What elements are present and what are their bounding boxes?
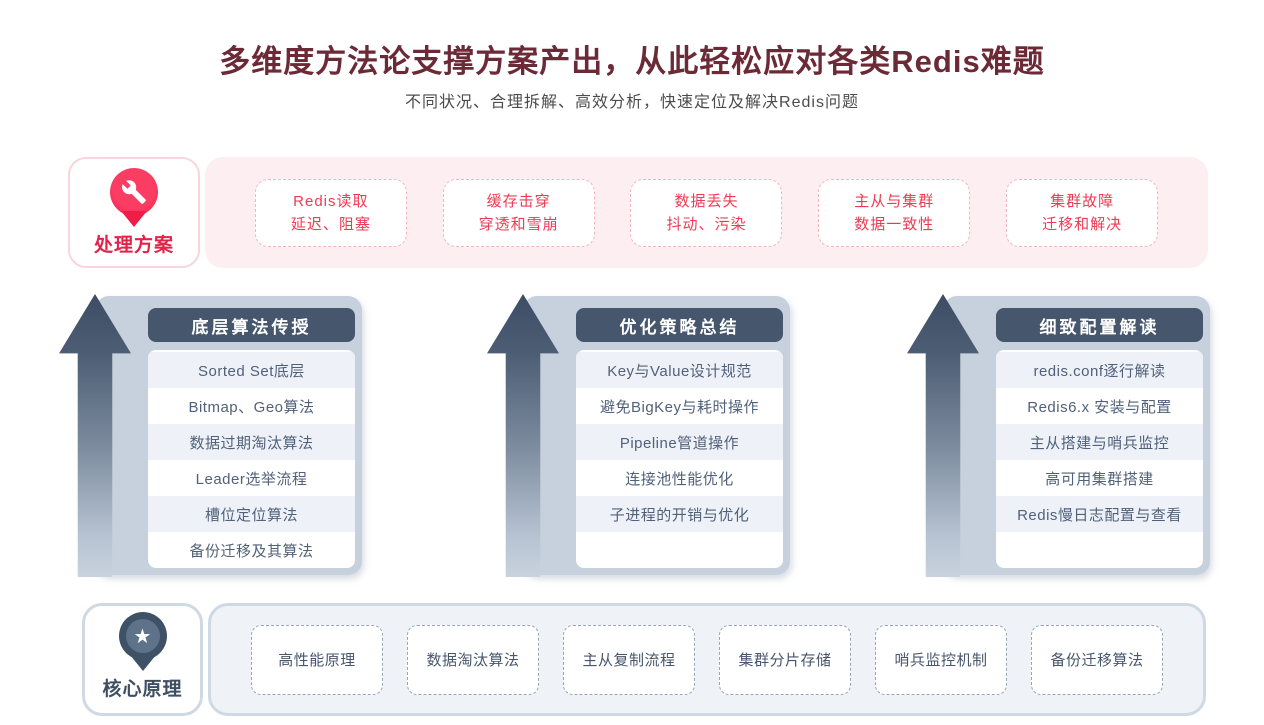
solution-line: 穿透和雪崩 — [478, 215, 559, 233]
list-item: redis.conf逐行解读 — [996, 352, 1203, 388]
list-item: 主从搭建与哨兵监控 — [996, 424, 1203, 460]
page-subtitle: 不同状况、合理拆解、高效分析，快速定位及解决Redis问题 — [405, 94, 859, 111]
page-title: 多维度方法论支撑方案产出，从此轻松应对各类Redis难题 — [219, 44, 1045, 79]
list-item: Redis慢日志配置与查看 — [996, 496, 1203, 532]
column-list: redis.conf逐行解读 Redis6.x 安装与配置 主从搭建与哨兵监控 … — [996, 350, 1203, 568]
pin-circle: ★ — [118, 612, 167, 660]
method-column-configuration: 细致配置解读 redis.conf逐行解读 Redis6.x 安装与配置 主从搭… — [907, 294, 1210, 577]
solution-line: 数据一致性 — [854, 215, 935, 233]
list-item: Pipeline管道操作 — [576, 424, 783, 460]
solutions-label: 处理方案 — [93, 235, 174, 256]
column-list: Sorted Set底层 Bitmap、Geo算法 数据过期淘汰算法 Leade… — [148, 350, 355, 568]
solution-line: 数据丢失 — [674, 192, 739, 210]
pin-tip — [129, 655, 156, 671]
list-item: 避免BigKey与耗时操作 — [599, 398, 760, 416]
solution-line: 迁移和解决 — [1042, 215, 1123, 233]
wrench-pin-icon — [110, 168, 158, 227]
list-item: Bitmap、Geo算法 — [188, 398, 315, 416]
list-item: 子进程的开销与优化 — [576, 496, 783, 532]
solution-line: 主从与集群 — [854, 192, 935, 210]
method-column-optimization: 优化策略总结 Key与Value设计规范 避免BigKey与耗时操作 Pipel… — [487, 294, 790, 577]
solution-item: 缓存击穿 穿透和雪崩 — [442, 178, 595, 247]
pin-tip — [121, 211, 147, 227]
solution-line: 缓存击穿 — [486, 192, 551, 210]
method-column-algorithms: 底层算法传授 Sorted Set底层 Bitmap、Geo算法 数据过期淘汰算… — [59, 294, 362, 577]
solution-line: 抖动、污染 — [666, 215, 747, 233]
solution-item: Redis读取 延迟、阻塞 — [254, 178, 407, 247]
column-list: Key与Value设计规范 避免BigKey与耗时操作 Pipeline管道操作… — [576, 350, 783, 568]
principle-item: 主从复制流程 — [563, 624, 695, 695]
principle-item: 哨兵监控机制 — [875, 624, 1007, 695]
list-item: Leader选举流程 — [195, 470, 308, 488]
list-item: Sorted Set底层 — [148, 352, 355, 388]
principles-label-card: ★ 核心原理 — [82, 603, 203, 716]
list-item: 备份迁移及其算法 — [189, 542, 314, 560]
principle-item: 集群分片存储 — [719, 624, 851, 695]
list-item: Redis6.x 安装与配置 — [1027, 398, 1172, 416]
list-item: 数据过期淘汰算法 — [148, 424, 355, 460]
column-header: 细致配置解读 — [996, 308, 1203, 342]
principle-item: 高性能原理 — [251, 624, 383, 695]
principle-item: 数据淘汰算法 — [407, 624, 539, 695]
star-icon: ★ — [133, 624, 152, 648]
solution-item: 数据丢失 抖动、污染 — [630, 178, 783, 247]
list-item: 高可用集群搭建 — [1045, 470, 1154, 488]
pin-inner-circle: ★ — [125, 619, 160, 653]
pin-circle — [110, 168, 158, 216]
solutions-panel: Redis读取 延迟、阻塞 缓存击穿 穿透和雪崩 数据丢失 抖动、污染 主从与集… — [205, 157, 1208, 268]
solution-item: 集群故障 迁移和解决 — [1006, 178, 1159, 247]
list-item: 连接池性能优化 — [625, 470, 734, 488]
principles-panel: 高性能原理 数据淘汰算法 主从复制流程 集群分片存储 哨兵监控机制 备份迁移算法 — [208, 603, 1206, 716]
solution-line: Redis读取 — [293, 192, 369, 210]
solution-line: 集群故障 — [1050, 192, 1115, 210]
column-header: 优化策略总结 — [576, 308, 783, 342]
column-header: 底层算法传授 — [148, 308, 355, 342]
list-item: Key与Value设计规范 — [576, 352, 783, 388]
solution-item: 主从与集群 数据一致性 — [818, 178, 971, 247]
list-item: 槽位定位算法 — [148, 496, 355, 532]
solution-line: 延迟、阻塞 — [290, 215, 371, 233]
principle-item: 备份迁移算法 — [1031, 624, 1163, 695]
principles-label: 核心原理 — [102, 679, 183, 700]
star-pin-icon: ★ — [118, 612, 167, 671]
solutions-label-card: 处理方案 — [68, 157, 200, 268]
wrench-icon — [122, 180, 146, 204]
